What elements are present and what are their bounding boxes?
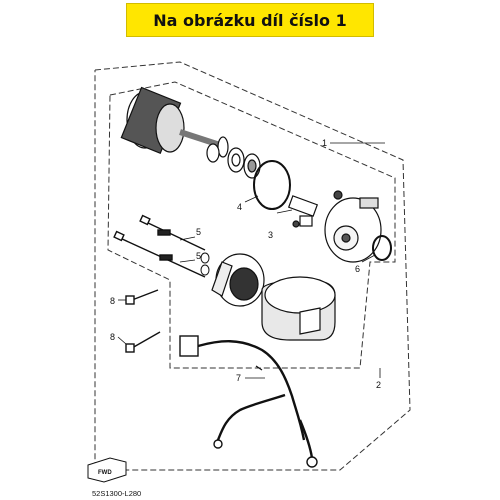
fwd-arrow-icon: FWD <box>87 457 127 483</box>
title-banner-text: Na obrázku díl číslo 1 <box>153 10 347 30</box>
callout-8-upper: 8 <box>110 296 115 306</box>
wire-harness-7 <box>179 335 318 468</box>
assembly-outline-2 <box>107 81 396 369</box>
front-bracket <box>211 253 265 307</box>
callout-3: 3 <box>268 230 273 240</box>
callout-8-lower: 8 <box>110 332 115 342</box>
callout-5-upper: 5 <box>196 227 201 237</box>
callout-4: 4 <box>237 202 242 212</box>
callout-1: 1 <box>322 138 327 148</box>
mounting-bolts-8 <box>125 289 161 353</box>
title-banner: Na obrázku díl číslo 1 <box>126 3 374 37</box>
end-cover <box>324 197 382 263</box>
assembly-outline-1 <box>94 61 411 471</box>
small-washers <box>200 252 210 276</box>
diagram-code: 52S1300-L280 <box>92 489 141 498</box>
callout-7: 7 <box>236 373 241 383</box>
motor-yoke <box>261 276 336 341</box>
callout-5-lower: 5 <box>196 251 201 261</box>
leader-lines <box>117 142 385 379</box>
callout-2: 2 <box>376 380 381 390</box>
armature <box>120 86 229 158</box>
washer-set <box>206 143 261 179</box>
o-ring-4 <box>253 160 291 210</box>
through-bolts-5 <box>113 214 206 278</box>
fwd-label: FWD <box>98 470 112 476</box>
callout-6: 6 <box>355 264 360 274</box>
brush-holder <box>287 190 343 228</box>
o-ring-6 <box>372 235 392 261</box>
